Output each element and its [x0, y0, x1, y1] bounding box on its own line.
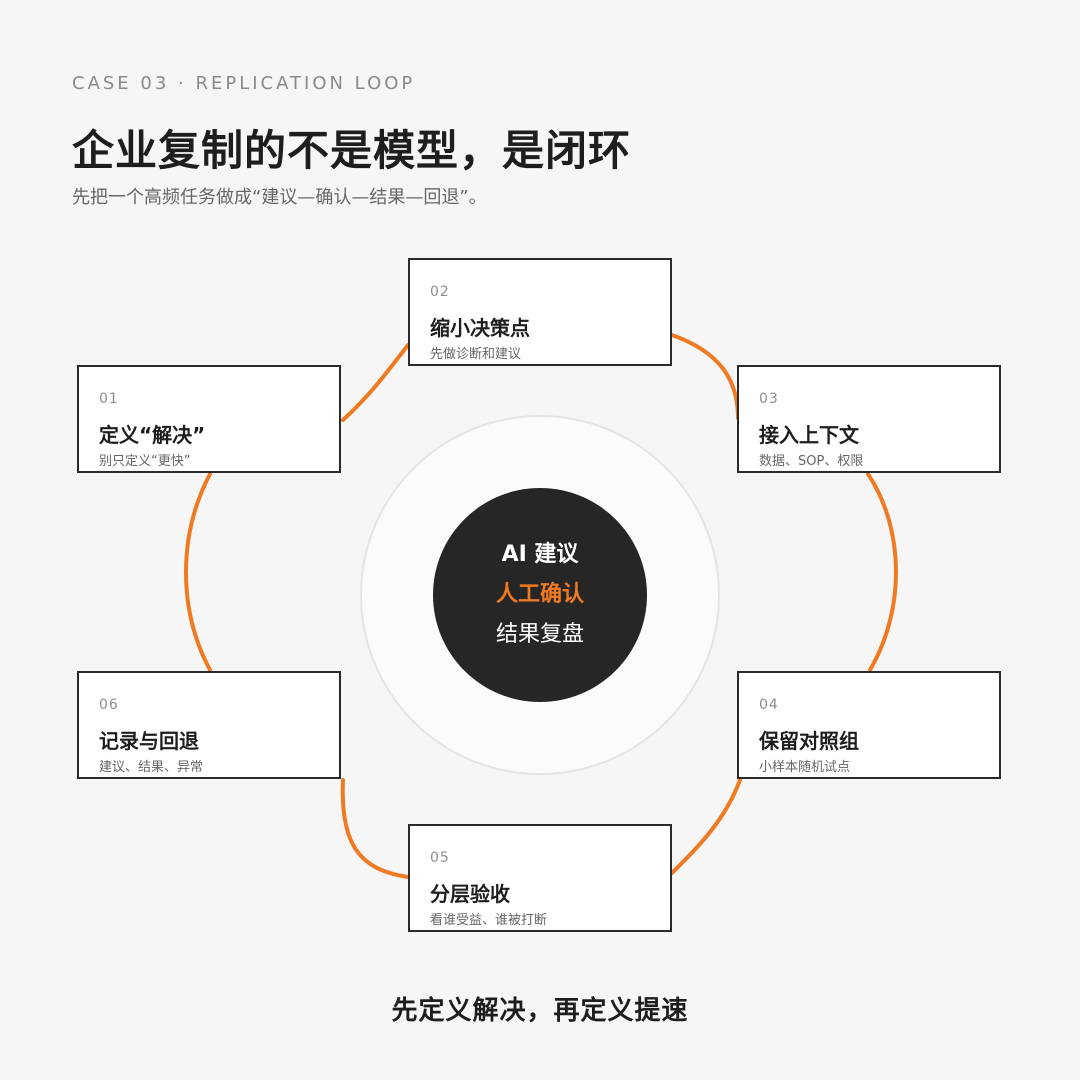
connector-06-01 — [184, 472, 212, 672]
step-title: 定义“解决” — [99, 423, 206, 447]
step-title: 记录与回退 — [99, 729, 199, 753]
footer-tagline: 先定义解决，再定义提速 — [391, 996, 689, 1026]
eyebrow-label: CASE 03 · REPLICATION LOOP — [72, 73, 416, 94]
step-description: 小样本随机试点 — [759, 760, 851, 775]
core-line-review: 结果复盘 — [495, 622, 584, 647]
step-title: 分层验收 — [430, 882, 510, 906]
core-line-ai-suggest: AI 建议 — [501, 542, 579, 567]
step-card-01: 01 定义“解决” 别只定义“更快” — [77, 365, 341, 473]
page-title: 企业复制的不是模型，是闭环 — [72, 126, 632, 175]
step-card-06: 06 记录与回退 建议、结果、异常 — [77, 671, 341, 779]
step-description: 看谁受益、谁被打断 — [430, 913, 548, 928]
step-card-05: 05 分层验收 看谁受益、谁被打断 — [408, 824, 672, 932]
step-description: 先做诊断和建议 — [430, 347, 522, 362]
center-core: AI 建议 人工确认 结果复盘 — [433, 488, 647, 702]
step-number: 06 — [99, 697, 119, 713]
step-title: 保留对照组 — [759, 729, 859, 753]
connector-02-03 — [670, 333, 740, 420]
page-subtitle: 先把一个高频任务做成“建议—确认—结果—回退”。 — [72, 187, 487, 208]
step-number: 03 — [759, 391, 779, 407]
step-card-04: 04 保留对照组 小样本随机试点 — [737, 671, 1001, 779]
step-card-02: 02 缩小决策点 先做诊断和建议 — [408, 258, 672, 366]
step-number: 02 — [430, 284, 450, 300]
connector-05-06 — [340, 778, 410, 879]
step-title: 接入上下文 — [759, 423, 859, 447]
step-number: 04 — [759, 697, 779, 713]
step-title: 缩小决策点 — [430, 316, 530, 340]
step-card-03: 03 接入上下文 数据、SOP、权限 — [737, 365, 1001, 473]
step-description: 建议、结果、异常 — [99, 760, 204, 775]
connector-01-02 — [341, 343, 410, 422]
step-description: 数据、SOP、权限 — [759, 454, 864, 469]
step-description: 别只定义“更快” — [99, 454, 191, 469]
step-number: 01 — [99, 391, 119, 407]
step-number: 05 — [430, 850, 450, 866]
connector-03-04 — [866, 472, 898, 672]
connector-04-05 — [670, 778, 742, 875]
core-line-human-confirm: 人工确认 — [495, 582, 584, 607]
